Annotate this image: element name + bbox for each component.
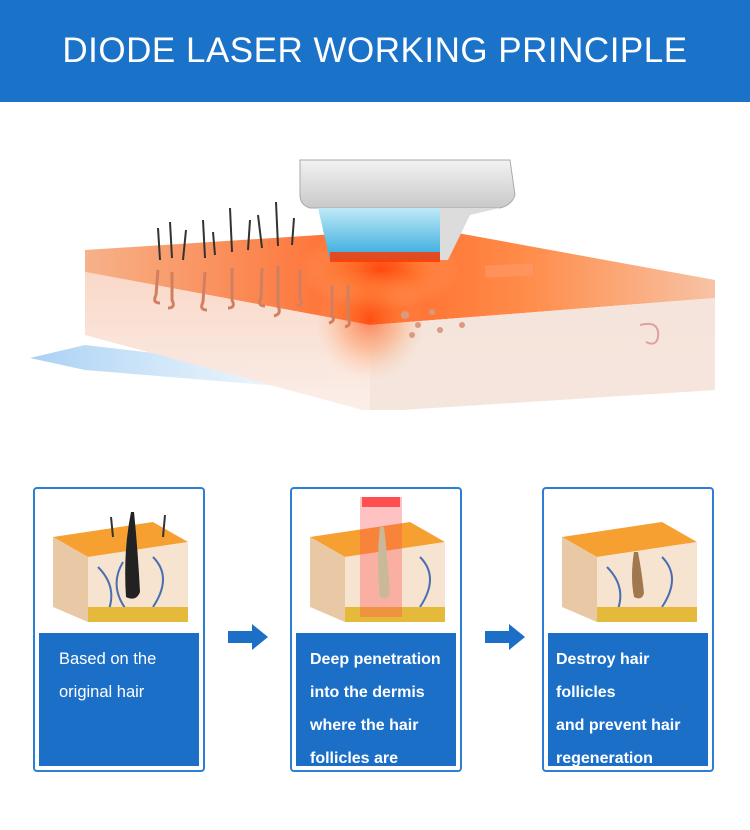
step-caption: Destroy hair follicles and prevent hair … — [548, 633, 708, 767]
page-title: DIODE LASER WORKING PRINCIPLE — [62, 31, 688, 70]
destroyed-follicles — [401, 309, 465, 338]
laser-skin-illustration — [30, 159, 715, 410]
step-caption: Based on the original hair — [39, 633, 199, 766]
next-arrow-icon — [485, 624, 525, 650]
laser-penetration-diagram — [310, 497, 445, 622]
step-card-2: Deep penetration into the dermis where t… — [290, 487, 462, 772]
next-arrow-icon — [228, 624, 268, 650]
step-card-3: Destroy hair follicles and prevent hair … — [542, 487, 714, 772]
laser-handpiece — [299, 159, 516, 262]
title-banner: DIODE LASER WORKING PRINCIPLE — [0, 0, 750, 102]
destroyed-follicle-diagram — [562, 522, 697, 622]
step-card-1: Based on the original hair — [33, 487, 205, 772]
skin-hair-diagram — [53, 512, 188, 622]
follicles — [153, 266, 351, 329]
step-caption: Deep penetration into the dermis where t… — [296, 633, 456, 767]
